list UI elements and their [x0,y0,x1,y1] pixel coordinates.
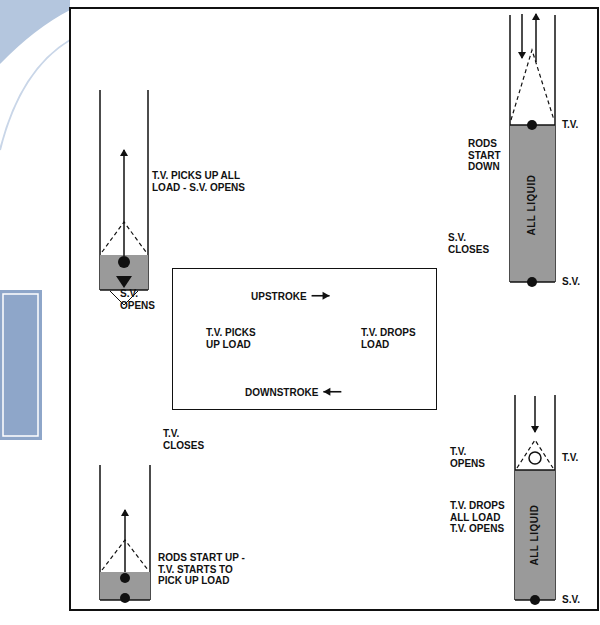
valve-label: T.V. [562,452,578,464]
valve-label: S.V. [562,594,580,606]
valve-event: T.V. CLOSES [163,428,213,451]
pump-top-left [100,90,148,305]
action-label: T.V. PICKS UP LOAD [206,327,270,350]
stage-caption: T.V. DROPS ALL LOAD T.V. OPENS [450,500,512,535]
action-label: T.V. DROPS LOAD [361,327,425,350]
cycle-box: UPSTROKE T.V. PICKS UP LOAD T.V. DROPS LOA… [172,268,437,410]
stroke-label: UPSTROKE [251,291,307,303]
valve-event: S.V. CLOSES [448,232,503,255]
slide-curve [0,40,70,150]
slide-tab [0,290,42,440]
slide-tab-outline [3,294,38,436]
pump-top-right [510,14,555,287]
valve-label: T.V. [562,119,578,131]
valve-event: T.V. OPENS [450,446,495,469]
pump-bottom-left [100,465,150,603]
slide-corner [0,0,70,64]
image-frame [70,8,598,610]
fluid-label: ALL LIQUID [529,505,541,566]
pump-bottom-right [515,395,555,605]
stage-caption: RODS START UP - T.V. STARTS TO PICK UP L… [158,552,258,587]
stroke-label: DOWNSTROKE [245,387,318,399]
fluid-label: ALL LIQUID [526,175,538,236]
valve-event: S.V. OPENS [120,288,168,311]
stage-caption: RODS START DOWN [468,138,506,173]
valve-label: S.V. [562,276,580,288]
stage-caption: T.V. PICKS UP ALL LOAD - S.V. OPENS [152,170,252,193]
